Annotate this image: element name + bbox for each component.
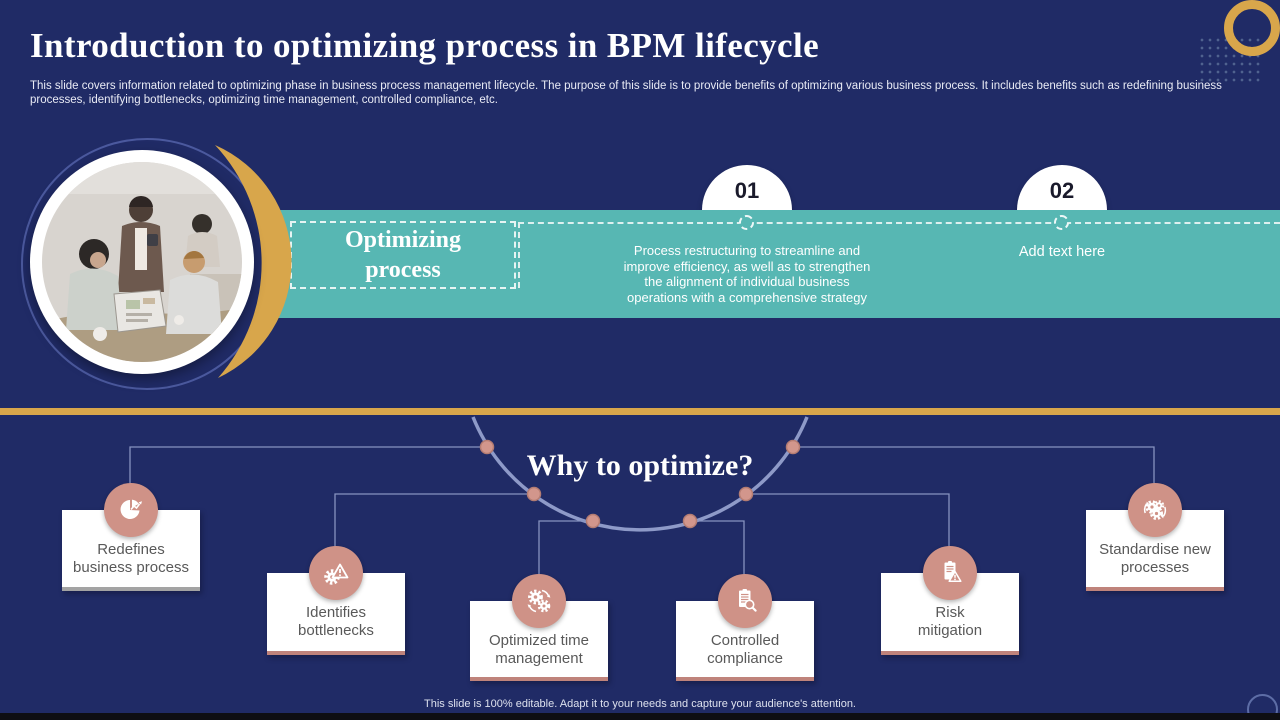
step-1-description: Process restructuring to streamline and … [623, 243, 871, 305]
document-magnifier-icon [718, 574, 772, 628]
dashed-node-icon [739, 215, 754, 230]
benefit-card-identifies-bottlenecks: Identifies bottlenecks [267, 546, 405, 655]
gears-refresh-icon [1128, 483, 1182, 537]
benefit-label: Standardise new processes [1099, 541, 1211, 576]
benefit-label: Optimized time management [488, 632, 590, 667]
benefit-label: Identifies bottlenecks [298, 604, 374, 639]
document-warning-icon [923, 546, 977, 600]
gold-ring-icon [1224, 0, 1280, 56]
gold-divider-bar [0, 408, 1280, 415]
benefit-label: Redefines business process [73, 541, 189, 576]
dashed-node-icon [1054, 215, 1069, 230]
benefit-label: Risk mitigation [917, 604, 983, 639]
corner-circle-decor [1247, 694, 1278, 720]
gear-warning-icon [309, 546, 363, 600]
benefit-card-standardise-new-processes: Standardise new processes [1086, 483, 1224, 591]
page-title: Introduction to optimizing process in BP… [30, 26, 820, 65]
pie-chart-growth-icon [104, 483, 158, 537]
team-photo [42, 162, 242, 362]
bottom-black-bar [0, 713, 1280, 720]
footer-note: This slide is 100% editable. Adapt it to… [424, 698, 856, 710]
step-2-placeholder[interactable]: Add text here [1018, 244, 1106, 260]
slide-description: This slide covers information related to… [30, 80, 1222, 106]
process-band [266, 210, 1280, 318]
benefit-card-optimized-time-management: Optimized time management [470, 574, 608, 681]
benefit-card-controlled-compliance: Controlled compliance [676, 574, 814, 681]
process-label: Optimizing process [344, 227, 461, 283]
step-number: 02 [1049, 178, 1075, 203]
benefit-card-risk-mitigation: Risk mitigation [881, 546, 1019, 655]
benefit-label: Controlled compliance [707, 632, 783, 667]
process-label-box: Optimizing process [290, 221, 516, 289]
gears-cycle-icon [512, 574, 566, 628]
benefit-card-redefines-business-process: Redefines business process [62, 483, 200, 591]
gold-crescent-decor [215, 145, 292, 378]
why-heading: Why to optimize? [526, 449, 754, 482]
step-number: 01 [734, 178, 760, 203]
dashed-bracket [518, 222, 1280, 288]
